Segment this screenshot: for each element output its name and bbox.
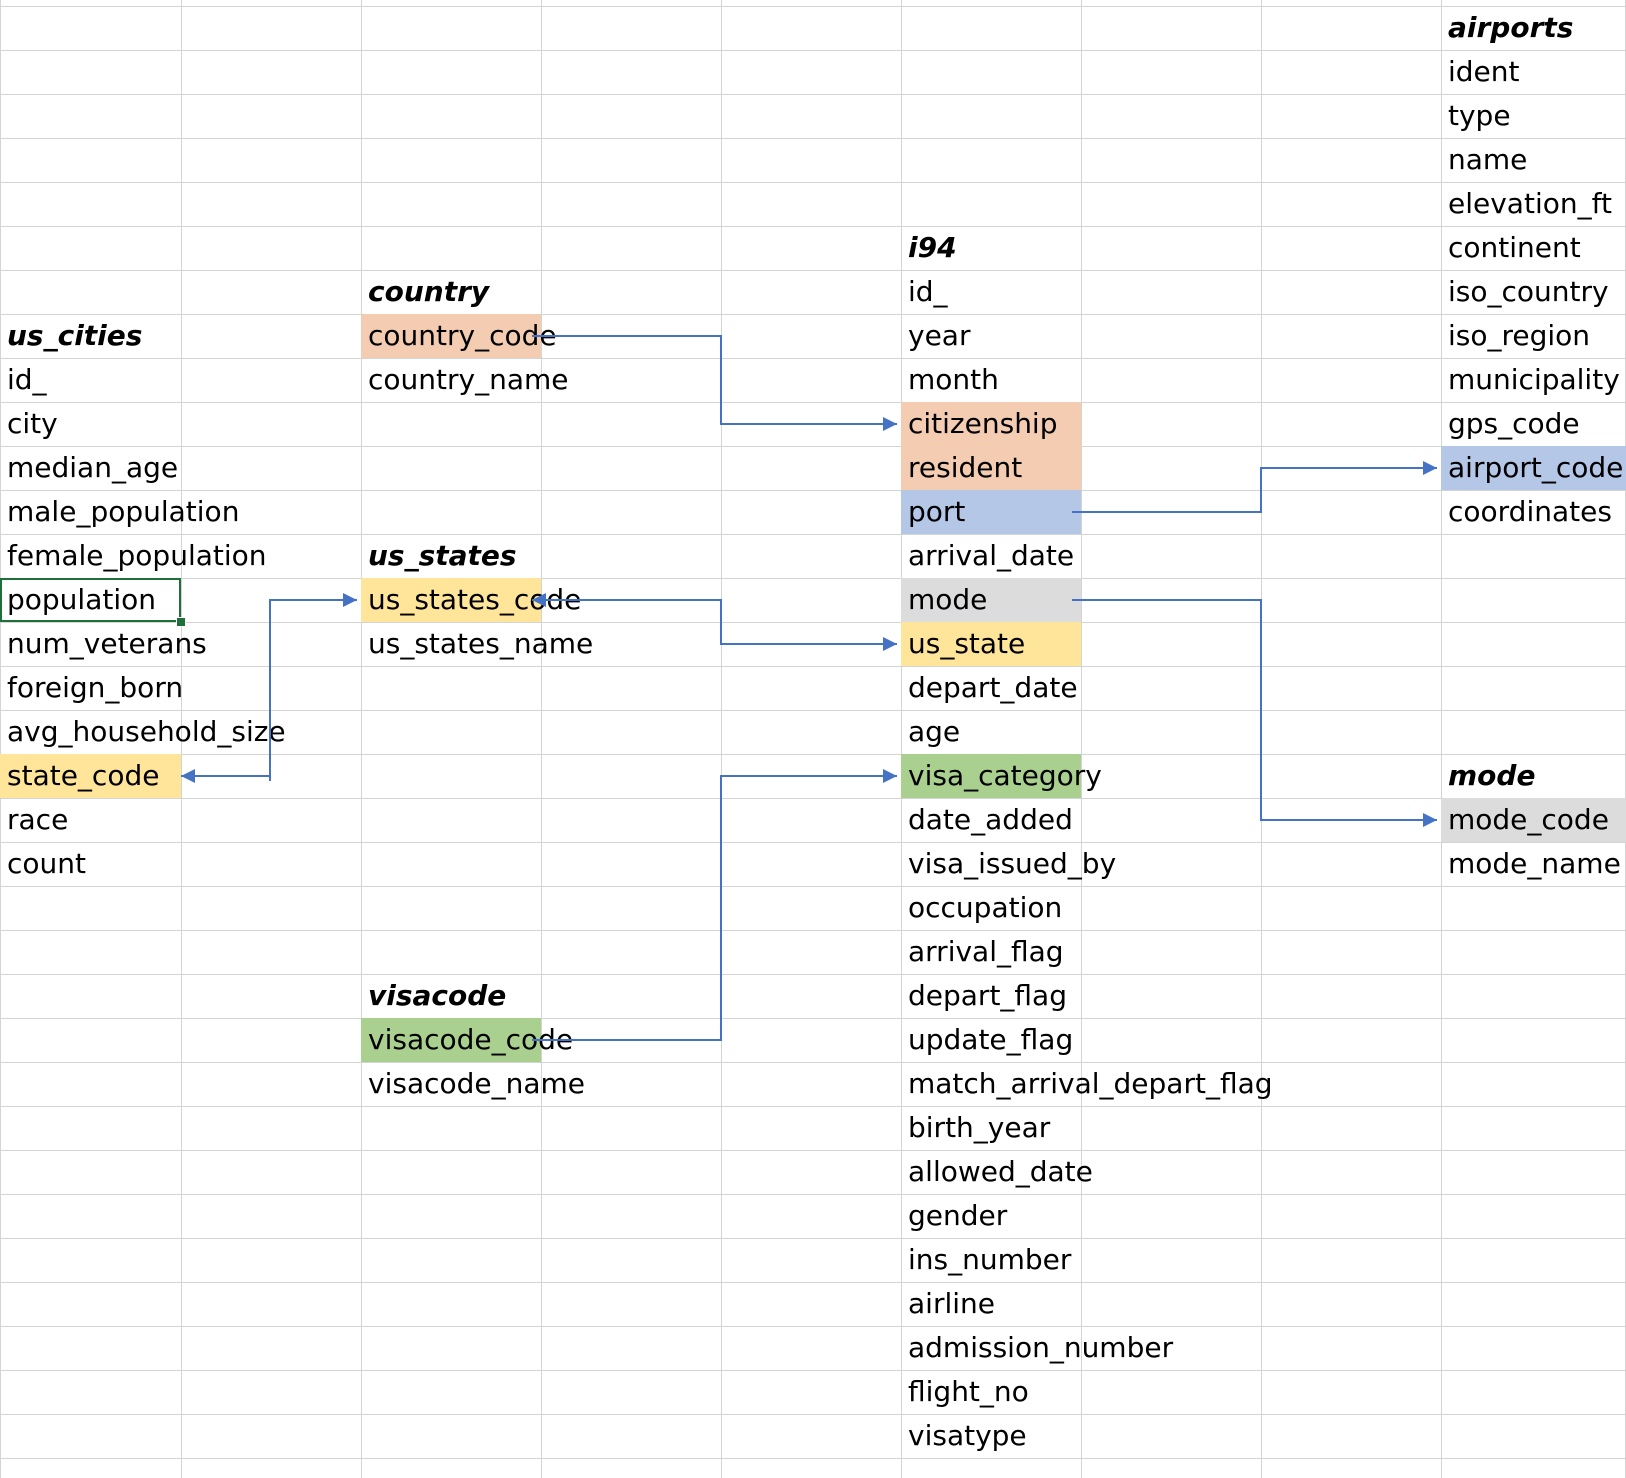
field-us_cities-race[interactable]: race [7, 803, 69, 836]
field-i94-us-state[interactable]: us_state [901, 622, 1081, 666]
field-i94-month[interactable]: month [908, 363, 999, 396]
field-i94-mode[interactable]: mode [901, 578, 1081, 622]
field-visacode-visacode-name[interactable]: visacode_name [368, 1067, 586, 1100]
table-title-us_cities[interactable]: us_cities [7, 319, 143, 352]
field-i94-arrival-flag[interactable]: arrival_flag [908, 935, 1064, 968]
field-us_cities-num-veterans[interactable]: num_veterans [7, 627, 207, 660]
field-i94-id-[interactable]: id_ [908, 275, 948, 308]
field-i94-update-flag[interactable]: update_flag [908, 1023, 1074, 1056]
field-us_cities-city[interactable]: city [7, 407, 58, 440]
field-i94-depart-date[interactable]: depart_date [908, 671, 1078, 704]
table-title-i94[interactable]: i94 [908, 231, 957, 264]
field-airports-name[interactable]: name [1448, 143, 1528, 176]
field-i94-arrival-date[interactable]: arrival_date [908, 539, 1075, 572]
connector-country-country-code-to-i94-citizenship [532, 335, 897, 431]
field-mode-mode-code[interactable]: mode_code [1441, 798, 1626, 842]
field-i94-visa-issued-by[interactable]: visa_issued_by [908, 847, 1117, 880]
field-us_cities-foreign-born[interactable]: foreign_born [7, 671, 184, 704]
field-i94-flight-no[interactable]: flight_no [908, 1375, 1029, 1408]
field-i94-year[interactable]: year [908, 319, 971, 352]
field-airports-iso-region[interactable]: iso_region [1448, 319, 1591, 352]
field-airports-gps-code[interactable]: gps_code [1448, 407, 1580, 440]
table-title-mode[interactable]: mode [1448, 759, 1536, 792]
field-airports-type[interactable]: type [1448, 99, 1511, 132]
field-i94-allowed-date[interactable]: allowed_date [908, 1155, 1093, 1188]
field-airports-municipality[interactable]: municipality [1448, 363, 1620, 396]
field-us_cities-id-[interactable]: id_ [7, 363, 47, 396]
field-country-country-name[interactable]: country_name [368, 363, 569, 396]
field-i94-depart-flag[interactable]: depart_flag [908, 979, 1067, 1012]
field-country-country-code[interactable]: country_code [361, 314, 557, 358]
table-title-country[interactable]: country [368, 275, 490, 308]
connector-i94-mode-to-mode-mode-code [1072, 599, 1437, 827]
connector-visacode-visacode-code-to-i94-visa-category [532, 769, 897, 1041]
field-i94-birth-year[interactable]: birth_year [908, 1111, 1051, 1144]
field-us_cities-state-code[interactable]: state_code [0, 754, 181, 798]
field-airports-elevation-ft[interactable]: elevation_ft [1448, 187, 1612, 220]
connector-us-cities-population-to-us-states-us-states-code [269, 593, 357, 781]
field-us_states-us-states-name[interactable]: us_states_name [368, 627, 594, 660]
field-i94-visatype[interactable]: visatype [908, 1419, 1027, 1452]
field-airports-coordinates[interactable]: coordinates [1448, 495, 1612, 528]
table-title-us_states[interactable]: us_states [368, 539, 517, 572]
field-i94-date-added[interactable]: date_added [908, 803, 1073, 836]
field-us_cities-population[interactable]: population [0, 578, 181, 622]
field-airports-continent[interactable]: continent [1448, 231, 1581, 264]
field-visacode-visacode-code[interactable]: visacode_code [361, 1018, 573, 1062]
field-i94-visa-category[interactable]: visa_category [901, 754, 1102, 798]
field-i94-match-arrival-depart-flag[interactable]: match_arrival_depart_flag [908, 1067, 1273, 1100]
field-us_cities-male-population[interactable]: male_population [7, 495, 240, 528]
table-title-airports[interactable]: airports [1448, 11, 1574, 44]
field-i94-airline[interactable]: airline [908, 1287, 995, 1320]
field-i94-occupation[interactable]: occupation [908, 891, 1063, 924]
field-us_states-us-states-code[interactable]: us_states_code [361, 578, 581, 622]
table-title-visacode[interactable]: visacode [368, 979, 507, 1012]
field-airports-iso-country[interactable]: iso_country [1448, 275, 1609, 308]
field-i94-age[interactable]: age [908, 715, 961, 748]
field-airports-airport-code[interactable]: airport_code [1441, 446, 1626, 490]
field-i94-ins-number[interactable]: ins_number [908, 1243, 1072, 1276]
field-i94-citizenship[interactable]: citizenship [901, 402, 1081, 446]
field-us_cities-count[interactable]: count [7, 847, 86, 880]
field-mode-mode-name[interactable]: mode_name [1448, 847, 1621, 880]
field-airports-ident[interactable]: ident [1448, 55, 1520, 88]
field-us_cities-avg-household-size[interactable]: avg_household_size [7, 715, 286, 748]
field-i94-admission-number[interactable]: admission_number [908, 1331, 1174, 1364]
connector-i94-port-to-airports-airport-code [1072, 461, 1437, 513]
field-us_cities-median-age[interactable]: median_age [7, 451, 179, 484]
field-us_cities-female-population[interactable]: female_population [7, 539, 267, 572]
field-i94-gender[interactable]: gender [908, 1199, 1008, 1232]
field-i94-resident[interactable]: resident [901, 446, 1081, 490]
field-i94-port[interactable]: port [901, 490, 1081, 534]
